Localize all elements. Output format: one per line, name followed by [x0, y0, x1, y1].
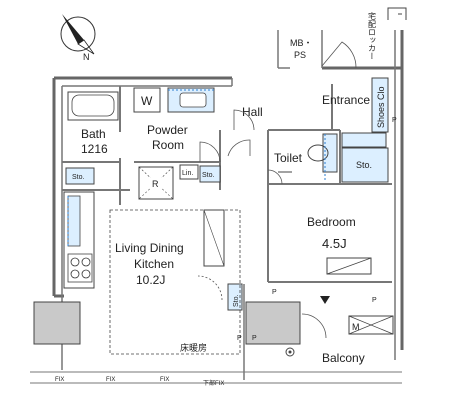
storage-box	[65, 167, 95, 185]
storage-label: Sto.	[202, 172, 215, 179]
drain-icon	[285, 347, 295, 357]
fix-window-label: FIX	[106, 377, 115, 383]
powder-name-line1: Powder	[147, 123, 188, 137]
toilet-room: Toilet	[267, 132, 387, 185]
shoes-closet: Shoes Clo	[371, 77, 389, 133]
entrance-label: Entrance	[322, 93, 370, 107]
compass-circle	[60, 16, 96, 52]
hall-door-swing	[233, 109, 255, 131]
delivery-locker-label: 宅配ロッカー	[368, 11, 377, 60]
kitchen-sink-icon	[67, 195, 81, 247]
fix-window-label: FIX	[55, 377, 64, 383]
partial-fix-window-label: 下部FIX	[203, 379, 224, 387]
outdoor-unit	[245, 301, 301, 345]
pipe-label: P	[272, 289, 277, 296]
linen-label: Lin.	[182, 170, 193, 177]
storage-box	[341, 147, 389, 183]
delivery-locker-symbol-icon	[387, 7, 407, 20]
kitchen-counter	[63, 191, 95, 289]
ldk-label-line2: Kitchen	[134, 257, 174, 271]
linen-closet	[179, 164, 199, 180]
outdoor-unit	[33, 301, 81, 345]
entrance-door-swing	[321, 41, 357, 69]
floor-heating-area	[109, 209, 241, 355]
ldk-label-line1: Living Dining	[115, 241, 184, 255]
toilet-label: Toilet	[274, 151, 303, 165]
bedroom-label: Bedroom	[307, 215, 356, 229]
cooktop-icon	[67, 253, 93, 283]
compass-needle-icon	[62, 14, 84, 44]
storage-box	[199, 165, 221, 183]
delivery-locker: 宅配ロッカー	[368, 7, 407, 60]
ldk-room: Living Dining Kitchen 10.2J	[115, 209, 225, 301]
bedroom-ac-unit	[326, 257, 372, 275]
toilet-tank-icon	[322, 133, 338, 173]
floor-heating-label: 床暖房	[180, 342, 207, 353]
refrigerator-box	[138, 166, 174, 200]
pipe-label: P	[237, 335, 242, 342]
wall-cabinet	[203, 209, 225, 267]
bedroom-window-door-swing	[301, 313, 327, 339]
bedroom-size: 4.5J	[322, 236, 347, 251]
storage-label-vertical: Sto.	[233, 294, 240, 307]
balcony-label: Balcony	[322, 351, 365, 365]
bedroom: Bedroom 4.5J	[301, 215, 372, 339]
balcony: M Balcony	[33, 284, 394, 380]
hall-label: Hall	[242, 105, 263, 119]
storage-units: Sto. Sto. Sto. Sto.	[65, 147, 389, 311]
thin-walls	[61, 30, 396, 370]
refrigerator-label: R	[152, 179, 159, 189]
meter-box	[348, 315, 394, 335]
mb-ps: MB・ PS	[290, 38, 313, 60]
powder-room: W Powder Room Lin.	[133, 87, 221, 180]
ldk-window-door-swing	[197, 275, 223, 301]
washer-box	[133, 87, 161, 113]
toilet-door-swing	[267, 169, 283, 185]
refrigerator: R	[138, 166, 174, 200]
pipe-label: P	[252, 335, 257, 342]
storage-box	[227, 283, 243, 311]
pipe-label: P	[392, 117, 397, 124]
bottom-windows: FIX FIX FIX 下部FIX	[30, 371, 402, 387]
shoes-closet-box	[371, 77, 389, 133]
meter-label: M	[352, 322, 360, 332]
washer-label: W	[141, 94, 153, 108]
ldk-size: 10.2J	[136, 273, 165, 287]
toilet-sink-icon	[341, 132, 387, 148]
pipe-labels: P P P P P	[237, 117, 397, 342]
toilet-bowl-icon	[307, 144, 329, 162]
mbps-label-line1: MB・	[290, 38, 313, 48]
storage-label: Sto.	[72, 174, 85, 181]
storage-label: Sto.	[356, 160, 372, 170]
compass-north-label: N	[83, 52, 90, 62]
compass: N	[60, 14, 96, 62]
bedroom-arrow-icon	[320, 296, 330, 304]
bath-size: 1216	[81, 142, 108, 156]
pipe-label: P	[372, 297, 377, 304]
vanity-sink-icon	[179, 92, 207, 108]
powder-name-line2: Room	[152, 138, 184, 152]
fix-window-label: FIX	[160, 377, 169, 383]
compass-needle-tail-icon	[77, 39, 95, 55]
kitchen	[63, 191, 95, 289]
bathtub-icon	[67, 91, 119, 121]
mbps-label-line2: PS	[294, 50, 306, 60]
shoes-closet-label: Shoes Clo	[376, 86, 386, 128]
bath-name: Bath	[81, 127, 106, 141]
outer-walls	[52, 30, 404, 350]
bath-room: Bath 1216	[67, 91, 119, 156]
bathtub-inner-icon	[71, 94, 115, 117]
powder-door-swing	[199, 141, 221, 163]
ldk-door-swing	[227, 139, 251, 157]
interior-walls	[62, 84, 392, 283]
